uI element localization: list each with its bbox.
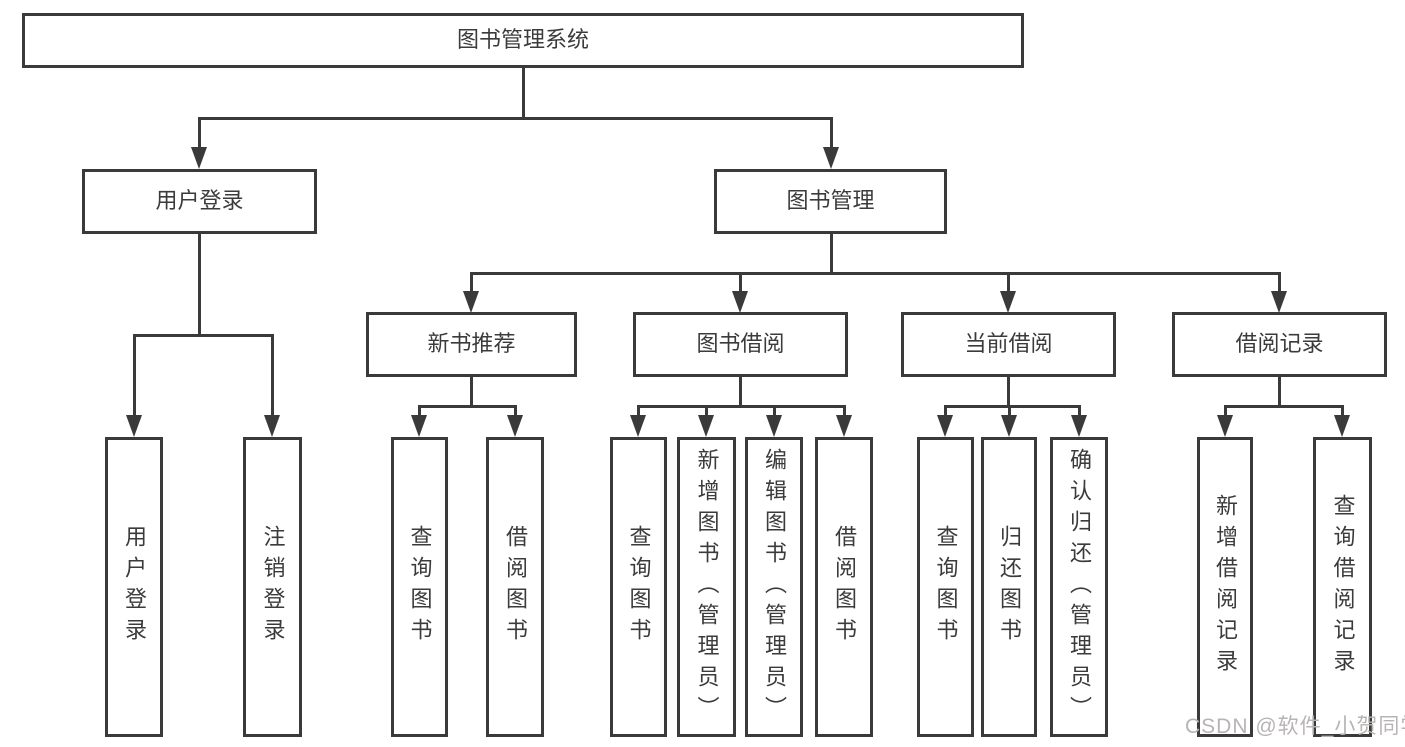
node-label: 借阅图书 [832,525,857,649]
arrow-down-icon [1001,415,1017,437]
connector-line [132,333,274,337]
leaf-query-books-borrow: 查询图书 [610,437,667,737]
node-label: 用户登录 [155,188,244,214]
connector-line [738,377,742,406]
arrow-down-icon [698,415,714,437]
connector-line [943,404,1081,408]
connector-line [521,68,525,118]
arrow-down-icon [191,147,207,169]
connector-line [197,116,833,120]
connector-line [636,406,640,419]
arrow-down-icon [1071,415,1087,437]
connector-line [704,406,708,419]
connector-line [513,406,517,419]
node-label: 查询图书 [933,525,959,649]
node-label: 当前借阅 [964,331,1053,357]
arrow-down-icon [126,415,142,437]
arrow-down-icon [937,415,953,437]
connector-line [417,406,421,419]
connector-line [772,406,776,419]
arrow-down-icon [836,415,852,437]
arrow-down-icon [1271,291,1287,313]
connector-line [469,377,473,406]
arrow-down-icon [264,415,280,437]
node-label: 借阅图书 [503,525,528,649]
node-label: 借阅记录 [1235,331,1324,357]
node-label: 新增借阅记录 [1213,494,1238,680]
watermark-text: CSDN @软件_小贺同学 [1185,715,1405,738]
node-current-borrowing: 当前借阅 [901,312,1116,377]
connector-line [1077,406,1081,419]
node-user-login: 用户登录 [82,169,317,234]
node-label: 编辑图书（管理员） [762,447,787,727]
node-label: 确认归还（管理员） [1067,447,1092,727]
connector-line [1277,377,1281,406]
node-book-borrowing: 图书借阅 [633,312,848,377]
leaf-add-borrow-record: 新增借阅记录 [1197,437,1253,737]
leaf-confirm-return-admin: 确认归还（管理员） [1050,437,1108,737]
connector-line [1006,377,1010,406]
connector-line [1223,404,1344,408]
node-label: 注销登录 [260,525,286,649]
node-label: 图书管理 [786,188,875,214]
connector-line [738,273,742,295]
connector-line [132,335,136,419]
node-new-book-recommend: 新书推荐 [366,312,577,377]
connector-line [417,404,517,408]
node-label: 用户登录 [122,525,147,649]
connector-line [1006,273,1010,295]
arrow-down-icon [1334,415,1350,437]
connector-line [197,118,201,151]
node-label: 新增图书（管理员） [694,447,720,727]
leaf-add-books-admin: 新增图书（管理员） [677,437,736,737]
node-label: 查询图书 [626,525,652,649]
arrow-down-icon [411,415,427,437]
node-label: 查询借阅记录 [1330,494,1356,680]
node-label: 查询图书 [407,525,433,649]
connector-line [1277,273,1281,295]
connector-line [1223,406,1227,419]
connector-line [469,271,1281,275]
leaf-query-books-newrec: 查询图书 [391,437,448,737]
leaf-query-borrow-record: 查询借阅记录 [1313,437,1372,737]
arrow-down-icon [463,291,479,313]
connector-line [1340,406,1344,419]
connector-line [197,234,201,335]
node-borrowing-records: 借阅记录 [1172,312,1387,377]
leaf-borrow-books-newrec: 借阅图书 [486,437,544,737]
connector-line [829,234,833,273]
node-label: 图书管理系统 [456,27,589,53]
connector-line [842,406,846,419]
node-library-management-system: 图书管理系统 [22,13,1024,68]
node-label: 图书借阅 [696,331,785,357]
connector-line [469,273,473,295]
node-label: 归还图书 [997,525,1022,649]
connector-line [829,118,833,151]
leaf-borrow-books: 借阅图书 [815,437,873,737]
arrow-down-icon [1000,291,1016,313]
node-label: 新书推荐 [427,331,516,357]
connector-line [943,406,947,419]
leaf-edit-books-admin: 编辑图书（管理员） [745,437,803,737]
leaf-logout-login: 注销登录 [243,437,302,737]
connector-line [270,335,274,419]
arrow-down-icon [823,147,839,169]
leaf-user-login: 用户登录 [105,437,163,737]
leaf-return-books: 归还图书 [981,437,1037,737]
connector-line [636,404,846,408]
node-book-management: 图书管理 [714,169,947,234]
leaf-query-books-current: 查询图书 [917,437,974,737]
arrow-down-icon [732,291,748,313]
arrow-down-icon [630,415,646,437]
arrow-down-icon [1217,415,1233,437]
arrow-down-icon [507,415,523,437]
connector-line [1007,406,1011,419]
arrow-down-icon [766,415,782,437]
